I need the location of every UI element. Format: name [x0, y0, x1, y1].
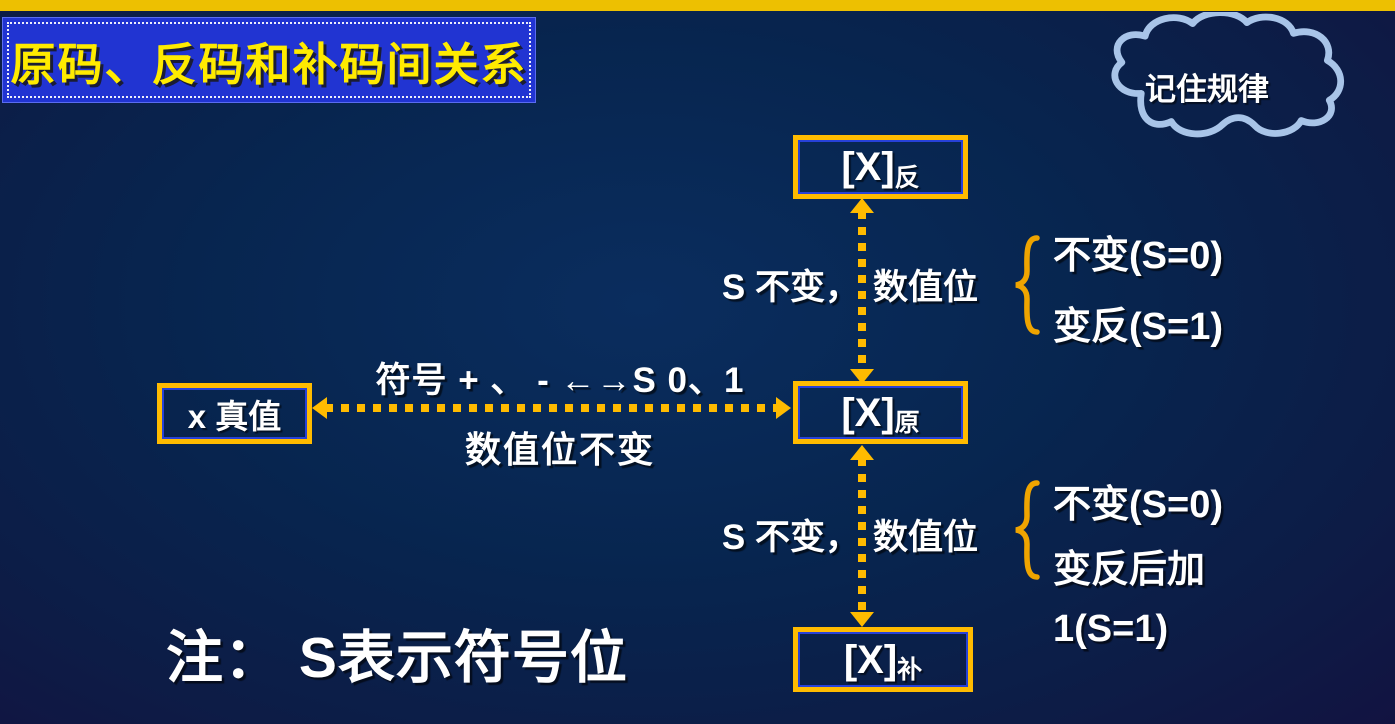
dotted-arrow-inverse-original — [850, 198, 874, 384]
node-original-base: [X] — [841, 390, 895, 435]
arrowhead-right-icon — [776, 397, 791, 419]
node-complement-subscript: 补 — [897, 656, 923, 684]
dotted-line-vertical — [858, 211, 866, 371]
case-invert-add-one-s1: 变反后加 1(S=1) — [1053, 549, 1206, 650]
footnote-sign-bit: 注： S表示符号位 — [166, 626, 628, 690]
arrowhead-left-icon — [312, 397, 327, 419]
arrowhead-down-icon — [850, 612, 874, 627]
node-inverse-code: [X] 反 — [793, 135, 968, 199]
dotted-arrow-truth-original — [312, 397, 791, 419]
node-inverse-subscript: 反 — [894, 163, 920, 192]
edge-label-sign-top: S 不变， — [721, 268, 860, 307]
slide-title-box: 原码、反码和补码间关系 — [2, 17, 536, 103]
cloud-label: 记住规律 — [1145, 72, 1269, 107]
top-accent-bar — [0, 0, 1395, 11]
dotted-arrow-original-complement — [850, 445, 874, 627]
arrowhead-down-icon — [850, 369, 874, 384]
node-truth-label: x 真值 — [187, 397, 282, 435]
edge-label-sign-bottom: S 不变， — [721, 518, 860, 557]
brace-icon — [1015, 235, 1040, 335]
node-truth-value: x 真值 — [157, 383, 312, 444]
case-unchanged-s0: 不变(S=0) — [1053, 235, 1223, 277]
dotted-line-vertical — [858, 458, 866, 614]
edge-label-value-unchanged: 数值位不变 — [464, 429, 655, 470]
node-complement-base: [X] — [843, 637, 898, 682]
edge-label-value-bottom: 数值位 — [873, 518, 979, 557]
node-inverse-base: [X] — [841, 145, 895, 189]
arrowhead-up-icon — [850, 445, 874, 460]
case-invert-s1: 变反(S=1) — [1053, 306, 1223, 348]
brace-icon — [1015, 480, 1040, 580]
cloud-callout: 记住规律 — [1093, 12, 1395, 138]
case-unchanged-s0: 不变(S=0) — [1053, 484, 1223, 526]
edge-label-sign-mapping: 符号 + 、 - ←→S 0、1 — [375, 361, 745, 400]
page-title: 原码、反码和补码间关系 — [10, 38, 528, 90]
dotted-line-horizontal — [325, 404, 778, 412]
cloud-icon — [1111, 12, 1345, 138]
edge-label-value-top: 数值位 — [873, 268, 979, 307]
node-complement-code: [X] 补 — [793, 627, 973, 692]
node-original-code: [X] 原 — [793, 381, 968, 444]
node-original-subscript: 原 — [894, 409, 920, 437]
arrowhead-up-icon — [850, 198, 874, 213]
